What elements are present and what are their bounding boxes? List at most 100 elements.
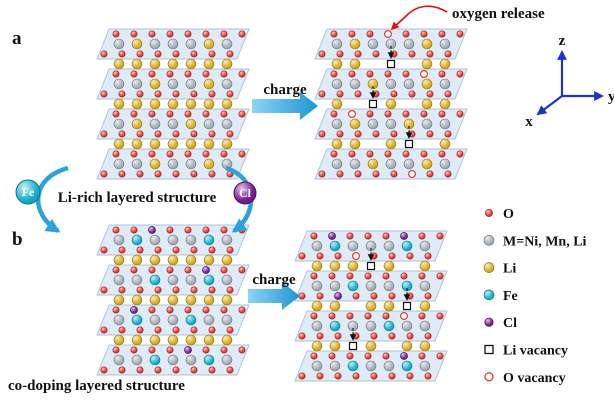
- o-atom: [420, 30, 428, 38]
- m-atom: [365, 360, 377, 372]
- o-atom: [456, 70, 464, 78]
- o-atom: [384, 70, 392, 78]
- o-atom: [336, 50, 344, 58]
- m-atom: [331, 38, 343, 50]
- o-atom: [328, 272, 336, 280]
- o-atom: [190, 246, 198, 254]
- o-atom: [444, 50, 452, 58]
- o-atom: [220, 150, 228, 158]
- li-atom: [167, 294, 179, 306]
- o-atom: [166, 150, 174, 158]
- o-atom: [136, 50, 144, 58]
- o-atom: [112, 150, 120, 158]
- li-atom: [185, 138, 197, 150]
- li-atom: [421, 158, 433, 170]
- o-atom: [166, 30, 174, 38]
- m-atom: [383, 240, 395, 252]
- o-atom: [444, 130, 452, 138]
- o-atom: [372, 130, 380, 138]
- o-atom: [190, 366, 198, 374]
- li-atom: [329, 260, 341, 272]
- o-atom: [184, 306, 192, 314]
- m-atom: [149, 38, 161, 50]
- o-atom: [220, 110, 228, 118]
- li-atom: [149, 58, 161, 70]
- cl-badge-label: Cl: [239, 186, 252, 200]
- cl-badge: [233, 181, 257, 205]
- m-atom: [365, 320, 377, 332]
- cl-atom: [202, 266, 210, 274]
- legend-item-O: O: [485, 207, 514, 222]
- o-atom: [352, 372, 360, 380]
- li-atom: [329, 300, 341, 312]
- o-atom: [154, 90, 162, 98]
- m-atom: [331, 118, 343, 130]
- m-atom: [311, 320, 323, 332]
- o-atom: [418, 232, 426, 240]
- li-atom-symbol: [483, 262, 495, 273]
- m-atom: [113, 78, 125, 90]
- caption-co-doping: co-doping layered structure: [8, 378, 185, 394]
- li-atom: [149, 254, 161, 266]
- o-atom: [172, 326, 180, 334]
- o-atom: [424, 372, 432, 380]
- li-atom: [365, 300, 377, 312]
- o-atom: [436, 312, 444, 320]
- o-atom: [130, 266, 138, 274]
- o-atom: [202, 346, 210, 354]
- m-atom: [329, 280, 341, 292]
- o-atom: [436, 352, 444, 360]
- o-atom: [184, 110, 192, 118]
- panel-label-b: b: [12, 229, 23, 250]
- li-atom: [203, 38, 215, 50]
- legend-label: M=Ni, Mn, Li: [503, 234, 587, 249]
- li-atom: [401, 340, 413, 352]
- li-atom: [383, 260, 395, 272]
- o-atom: [100, 286, 108, 294]
- o-atom: [346, 232, 354, 240]
- li-atom: [311, 260, 323, 272]
- o-vacancy-site: [420, 69, 429, 78]
- li-atom: [221, 254, 233, 266]
- charge-label-bottom: charge: [252, 272, 296, 288]
- o-atom: [390, 170, 398, 178]
- o-atom: [190, 286, 198, 294]
- o-atom: [316, 372, 324, 380]
- o-atom: [348, 70, 356, 78]
- li-vacancy-site: [368, 99, 378, 109]
- fe-atom: [203, 234, 215, 246]
- li-atom: [167, 138, 179, 150]
- li-atom: [149, 138, 161, 150]
- o-atom: [354, 130, 362, 138]
- m-atom: [113, 314, 125, 326]
- m-atom-symbol: [483, 234, 495, 246]
- cl-atom: [400, 352, 408, 360]
- li-atom: [383, 300, 395, 312]
- o-atom: [316, 252, 324, 260]
- li-vacancy-site: [386, 59, 396, 69]
- m-atom: [221, 354, 233, 366]
- legend-item-Li: Li: [483, 262, 516, 277]
- li-atom: [149, 98, 161, 110]
- panel-label-a: a: [12, 28, 22, 49]
- o-atom: [118, 170, 126, 178]
- o-atom: [136, 286, 144, 294]
- fe-badge: [15, 179, 41, 205]
- o-atom: [382, 272, 390, 280]
- o-atom: [184, 150, 192, 158]
- m-atom: [185, 234, 197, 246]
- li-atom: [221, 294, 233, 306]
- charge-arrow-top: [252, 92, 318, 120]
- o-atom: [426, 170, 434, 178]
- m-atom: [167, 118, 179, 130]
- o-atom: [208, 326, 216, 334]
- o-atom: [148, 30, 156, 38]
- fe-atom: [131, 314, 143, 326]
- m-atom: [311, 360, 323, 372]
- o-atom: [130, 346, 138, 354]
- legend-item-Fe: Fe: [483, 289, 518, 304]
- o-atom: [238, 306, 246, 314]
- m-atom: [113, 38, 125, 50]
- o-atom: [402, 150, 410, 158]
- o-atom: [390, 130, 398, 138]
